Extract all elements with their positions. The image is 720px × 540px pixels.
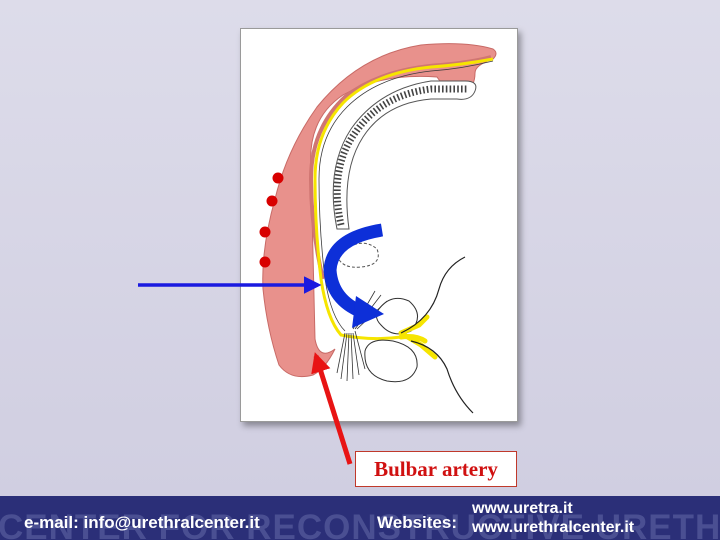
red-dot xyxy=(259,226,271,238)
dashed-structure xyxy=(336,242,379,268)
footer-websites-label: Websites: xyxy=(377,513,457,532)
dorsal-nerve xyxy=(313,57,494,341)
footer-site-link-1[interactable]: www.uretra.it xyxy=(472,500,573,517)
coiled-corpus xyxy=(332,80,477,230)
footer-sites: www.uretra.it www.urethralcenter.it xyxy=(472,499,634,537)
red-dot xyxy=(272,172,284,184)
bulbar-artery-pointer xyxy=(311,352,353,465)
footer-watermark: CENTER FOR RECONSTRUCTIVE URETHRAL SURGE… xyxy=(0,508,720,540)
red-dot xyxy=(259,256,271,268)
footer-bar: CENTER FOR RECONSTRUCTIVE URETHRAL SURGE… xyxy=(0,496,720,540)
perineal-contour xyxy=(400,256,474,414)
gland-lower xyxy=(364,339,418,383)
red-dots xyxy=(259,172,284,268)
bulbar-artery-label: Bulbar artery xyxy=(355,451,517,487)
red-dot xyxy=(266,195,278,207)
footer-email[interactable]: e-mail: info@urethralcenter.it xyxy=(24,513,260,532)
footer-site-link-2[interactable]: www.urethralcenter.it xyxy=(472,519,635,536)
curved-arrow xyxy=(323,223,384,328)
bulbar-artery-label-text: Bulbar artery xyxy=(374,456,498,481)
